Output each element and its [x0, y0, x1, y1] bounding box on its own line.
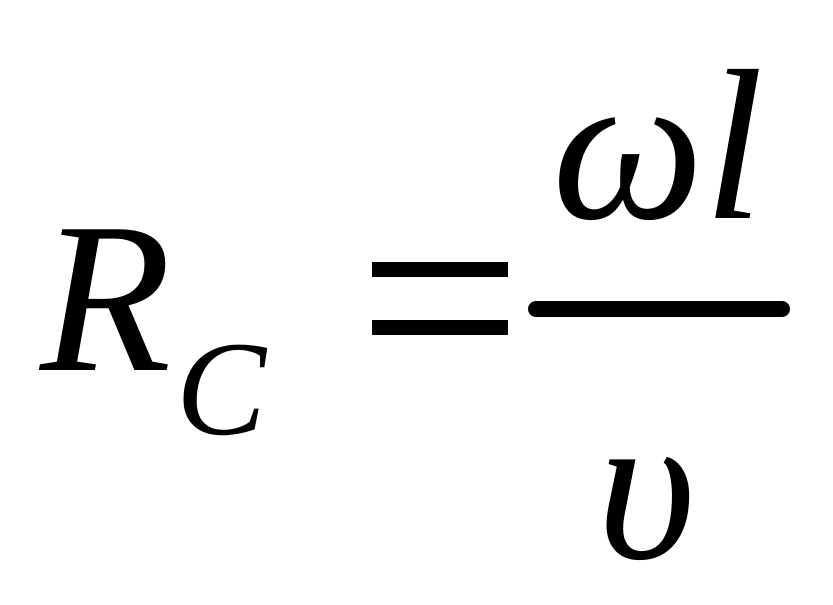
- fraction-denominator: υ: [597, 366, 696, 605]
- fraction-numerator: ωl: [552, 26, 764, 265]
- formula-lhs-subscript: C: [176, 315, 267, 464]
- fraction-bar: [528, 301, 790, 317]
- equals-bar-top: [372, 262, 508, 277]
- formula-lhs-symbol: R: [40, 178, 172, 417]
- equals-bar-bottom: [372, 320, 508, 335]
- equals-sign: [372, 262, 508, 336]
